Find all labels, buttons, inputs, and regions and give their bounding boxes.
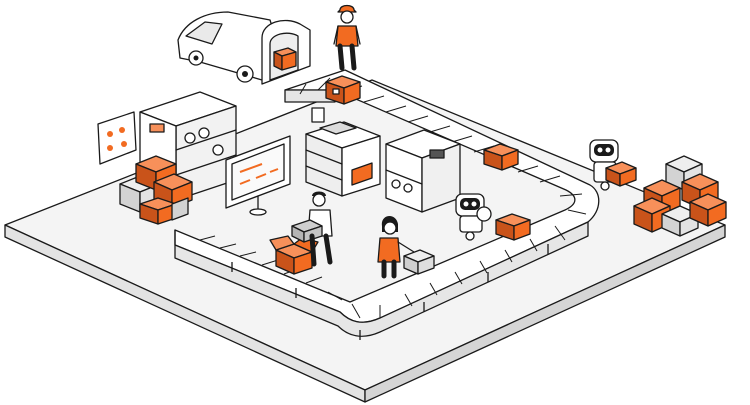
printer-icon	[305, 107, 381, 197]
package-box-icon	[633, 155, 727, 237]
monitor-icon	[225, 135, 291, 216]
conveyor-belt-icon	[174, 69, 600, 340]
delivery-van-icon	[177, 11, 311, 85]
package-box-icon	[119, 155, 193, 225]
robot-icon	[589, 139, 637, 191]
notice-board-icon	[97, 111, 137, 165]
package-box-icon	[495, 213, 531, 241]
worker-icon	[333, 4, 361, 71]
shelf-icon	[385, 129, 461, 213]
package-box-icon	[483, 143, 519, 171]
robot-icon	[455, 193, 492, 241]
worker-icon	[291, 191, 333, 267]
worker-icon	[377, 215, 435, 279]
package-box-icon	[325, 75, 361, 105]
